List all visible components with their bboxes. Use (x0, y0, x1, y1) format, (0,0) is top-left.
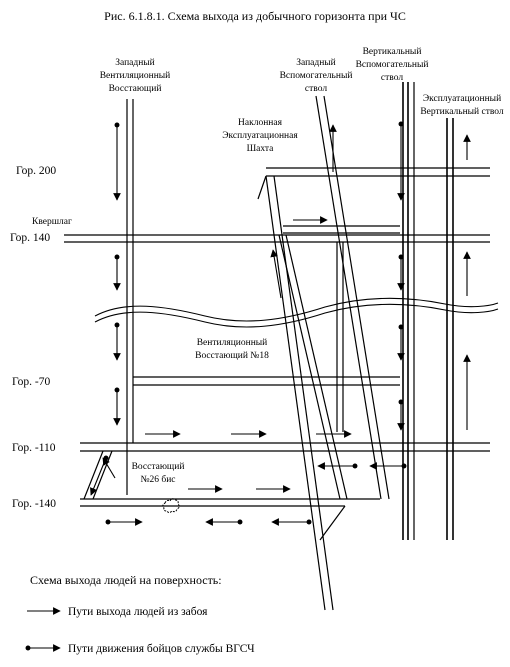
caption-line: Западный (115, 57, 155, 68)
level-label-minus-140: Гор. -140 (12, 498, 56, 510)
level-label-minus-110: Гор. -110 (12, 442, 56, 454)
caption-line: Эксплуатационный (423, 93, 501, 104)
shaft-junction (319, 505, 346, 541)
caption-line: Восстающий №18 (195, 350, 269, 361)
accident-site-icon (162, 498, 180, 513)
fault-boundary-line (94, 297, 499, 322)
caption-raise-18: Вентиляционный Восстающий №18 (195, 337, 269, 361)
caption-west-vent-raise: Западный Вентиляционный Восстающий (100, 57, 171, 94)
rescue-arrow (90, 455, 109, 496)
rescue-path-arrows (90, 121, 407, 526)
caption-line: Вспомогательный (356, 59, 429, 70)
caption-line: Вертикальный ствол (420, 106, 504, 117)
caption-west-aux-shaft: Западный Вспомогательный ствол (280, 57, 353, 94)
raise-18-wall (285, 234, 348, 500)
caption-line: Шахта (247, 144, 275, 154)
level-label-200: Гор. 200 (16, 165, 56, 177)
caption-line: Восстающий (132, 461, 185, 472)
inclined-shaft-wall (273, 175, 334, 611)
caption-raise-26bis: Восстающий №26 бис (132, 461, 185, 485)
exit-path-arrows (102, 124, 471, 493)
caption-line: Вертикальный (363, 46, 422, 57)
inclined-shaft-wall (265, 175, 326, 611)
raise-18-wall (278, 234, 341, 500)
caption-vertical-aux-shaft: Вертикальный Вспомогательный ствол (356, 46, 429, 83)
inclined-shaft-mouth (257, 175, 267, 200)
caption-line: Вентиляционный (100, 70, 171, 81)
caption-line: Эксплуатационная (222, 131, 298, 141)
level-label-minus-70: Гор. -70 (12, 376, 50, 388)
legend-heading: Схема выхода людей на поверхность: (30, 573, 222, 587)
legend-rescue-paths-label: Пути движения бойцов службы ВГСЧ (68, 643, 255, 655)
caption-line: ствол (381, 73, 403, 83)
caption-line: Западный (296, 57, 336, 68)
exit-arrow (270, 249, 282, 299)
caption-expl-vertical-shaft: Эксплуатационный Вертикальный ствол (420, 93, 504, 117)
caption-line: №26 бис (140, 474, 175, 485)
legend-exit-paths-label: Пути выхода людей из забоя (68, 606, 208, 618)
caption-line: Восстающий (109, 83, 162, 94)
level-label-140: Гор. 140 (10, 232, 50, 244)
west-aux-shaft-wall (315, 95, 382, 500)
caption-line: Вспомогательный (280, 70, 353, 81)
caption-inclined-shaft: Наклонная Эксплуатационная Шахта (222, 118, 298, 154)
fault-boundary-line (94, 303, 499, 328)
raise-26bis-wall (83, 450, 104, 500)
west-aux-shaft-wall (323, 95, 390, 500)
kvershlag-label: Квершлаг (32, 217, 72, 227)
raise-26bis-wall (92, 450, 113, 500)
caption-line: Вентиляционный (197, 337, 268, 348)
diagram-title: Рис. 6.1.8.1. Схема выхода из добычного … (104, 9, 406, 23)
caption-line: Наклонная (238, 118, 283, 128)
caption-line: ствол (305, 84, 327, 94)
mine-workings (64, 82, 490, 611)
